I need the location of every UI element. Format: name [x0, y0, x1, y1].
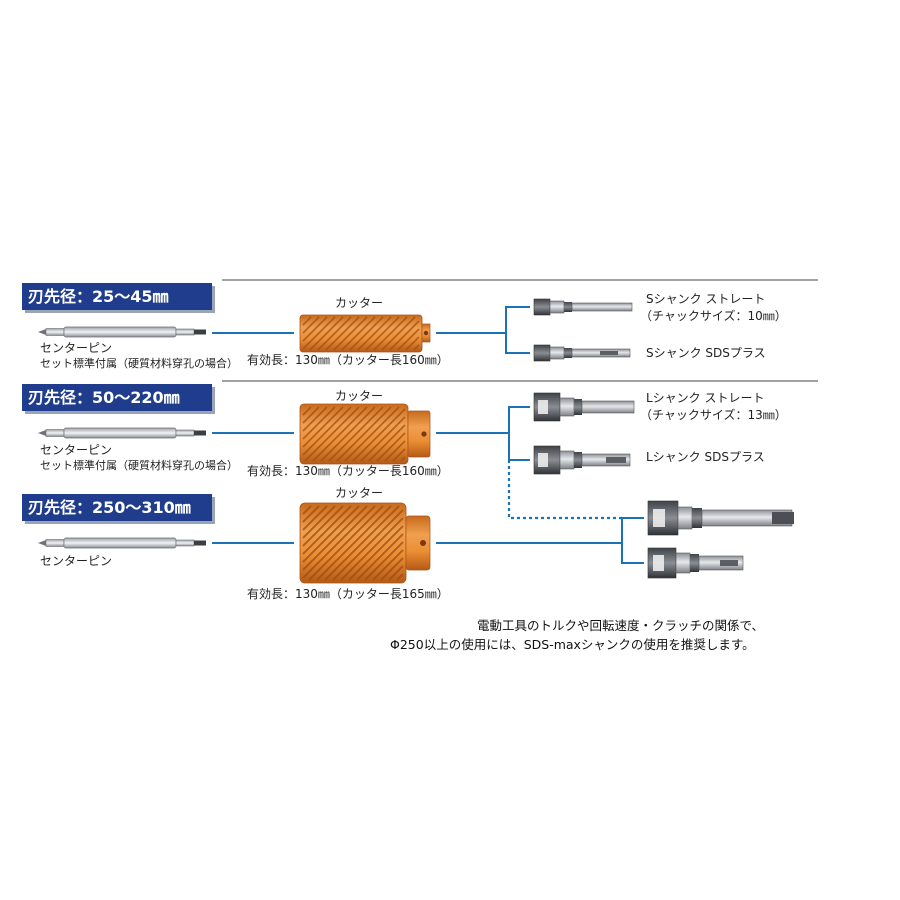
- dotted-link-sds-max: [507, 460, 622, 520]
- shank-l-straight: [533, 392, 635, 422]
- row1-shank2-name: Sシャンク SDSプラス: [646, 346, 766, 360]
- note-line-1: 電動工具のトルクや回転速度・クラッチの関係で、: [477, 618, 765, 633]
- cutter-2: [299, 403, 431, 465]
- row3-cutter-length: 有効長：130㎜（カッター長165㎜）: [247, 587, 449, 601]
- shank-s-straight: [533, 298, 633, 316]
- row3-pin-label: センターピン: [40, 554, 113, 568]
- row2-header: 刃先径：50～220㎜: [22, 384, 212, 411]
- shank-sds-max: [647, 500, 794, 536]
- row1-pin-label: センターピン: [40, 341, 113, 355]
- shank-s-sds-plus: [533, 344, 631, 362]
- row1-pin-sub: セット標準付属（硬質材料穿孔の場合）: [40, 357, 238, 370]
- row2-pin-sub: セット標準付属（硬質材料穿孔の場合）: [40, 459, 238, 472]
- row2-cutter-length: 有効長：130㎜（カッター長160㎜）: [247, 464, 449, 478]
- center-pin-3: [38, 537, 206, 549]
- center-pin-1: [38, 326, 206, 338]
- shank-sds-plus-large: [647, 547, 744, 579]
- shank-l-sds-plus: [533, 445, 631, 475]
- branch-1: [505, 306, 530, 354]
- row2-pin-label: センターピン: [40, 443, 113, 457]
- row1-cutter-label: カッター: [335, 296, 384, 310]
- row3-header: 刃先径：250～310㎜: [22, 494, 212, 521]
- center-pin-2: [38, 427, 206, 439]
- cutter-1: [299, 314, 431, 353]
- row1-cutter-length: 有効長：130㎜（カッター長160㎜）: [247, 353, 449, 367]
- row3-cutter-label: カッター: [335, 486, 384, 500]
- row2-shank2-name: Lシャンク SDSプラス: [646, 450, 765, 464]
- branch-2: [508, 406, 530, 461]
- cutter-3: [299, 502, 431, 584]
- row1-header: 刃先径：25～45㎜: [22, 283, 212, 310]
- row1-shank1-name: Sシャンク ストレート: [646, 292, 766, 306]
- branch-3: [621, 517, 644, 564]
- row2-cutter-label: カッター: [335, 389, 384, 403]
- row2-shank1-sub: （チャックサイズ：13㎜）: [640, 408, 787, 422]
- row2-shank1-name: Lシャンク ストレート: [646, 391, 765, 405]
- note-line-2: Φ250以上の使用には、SDS-maxシャンクの使用を推奨します。: [390, 637, 755, 652]
- row1-shank1-sub: （チャックサイズ：10㎜）: [640, 309, 787, 323]
